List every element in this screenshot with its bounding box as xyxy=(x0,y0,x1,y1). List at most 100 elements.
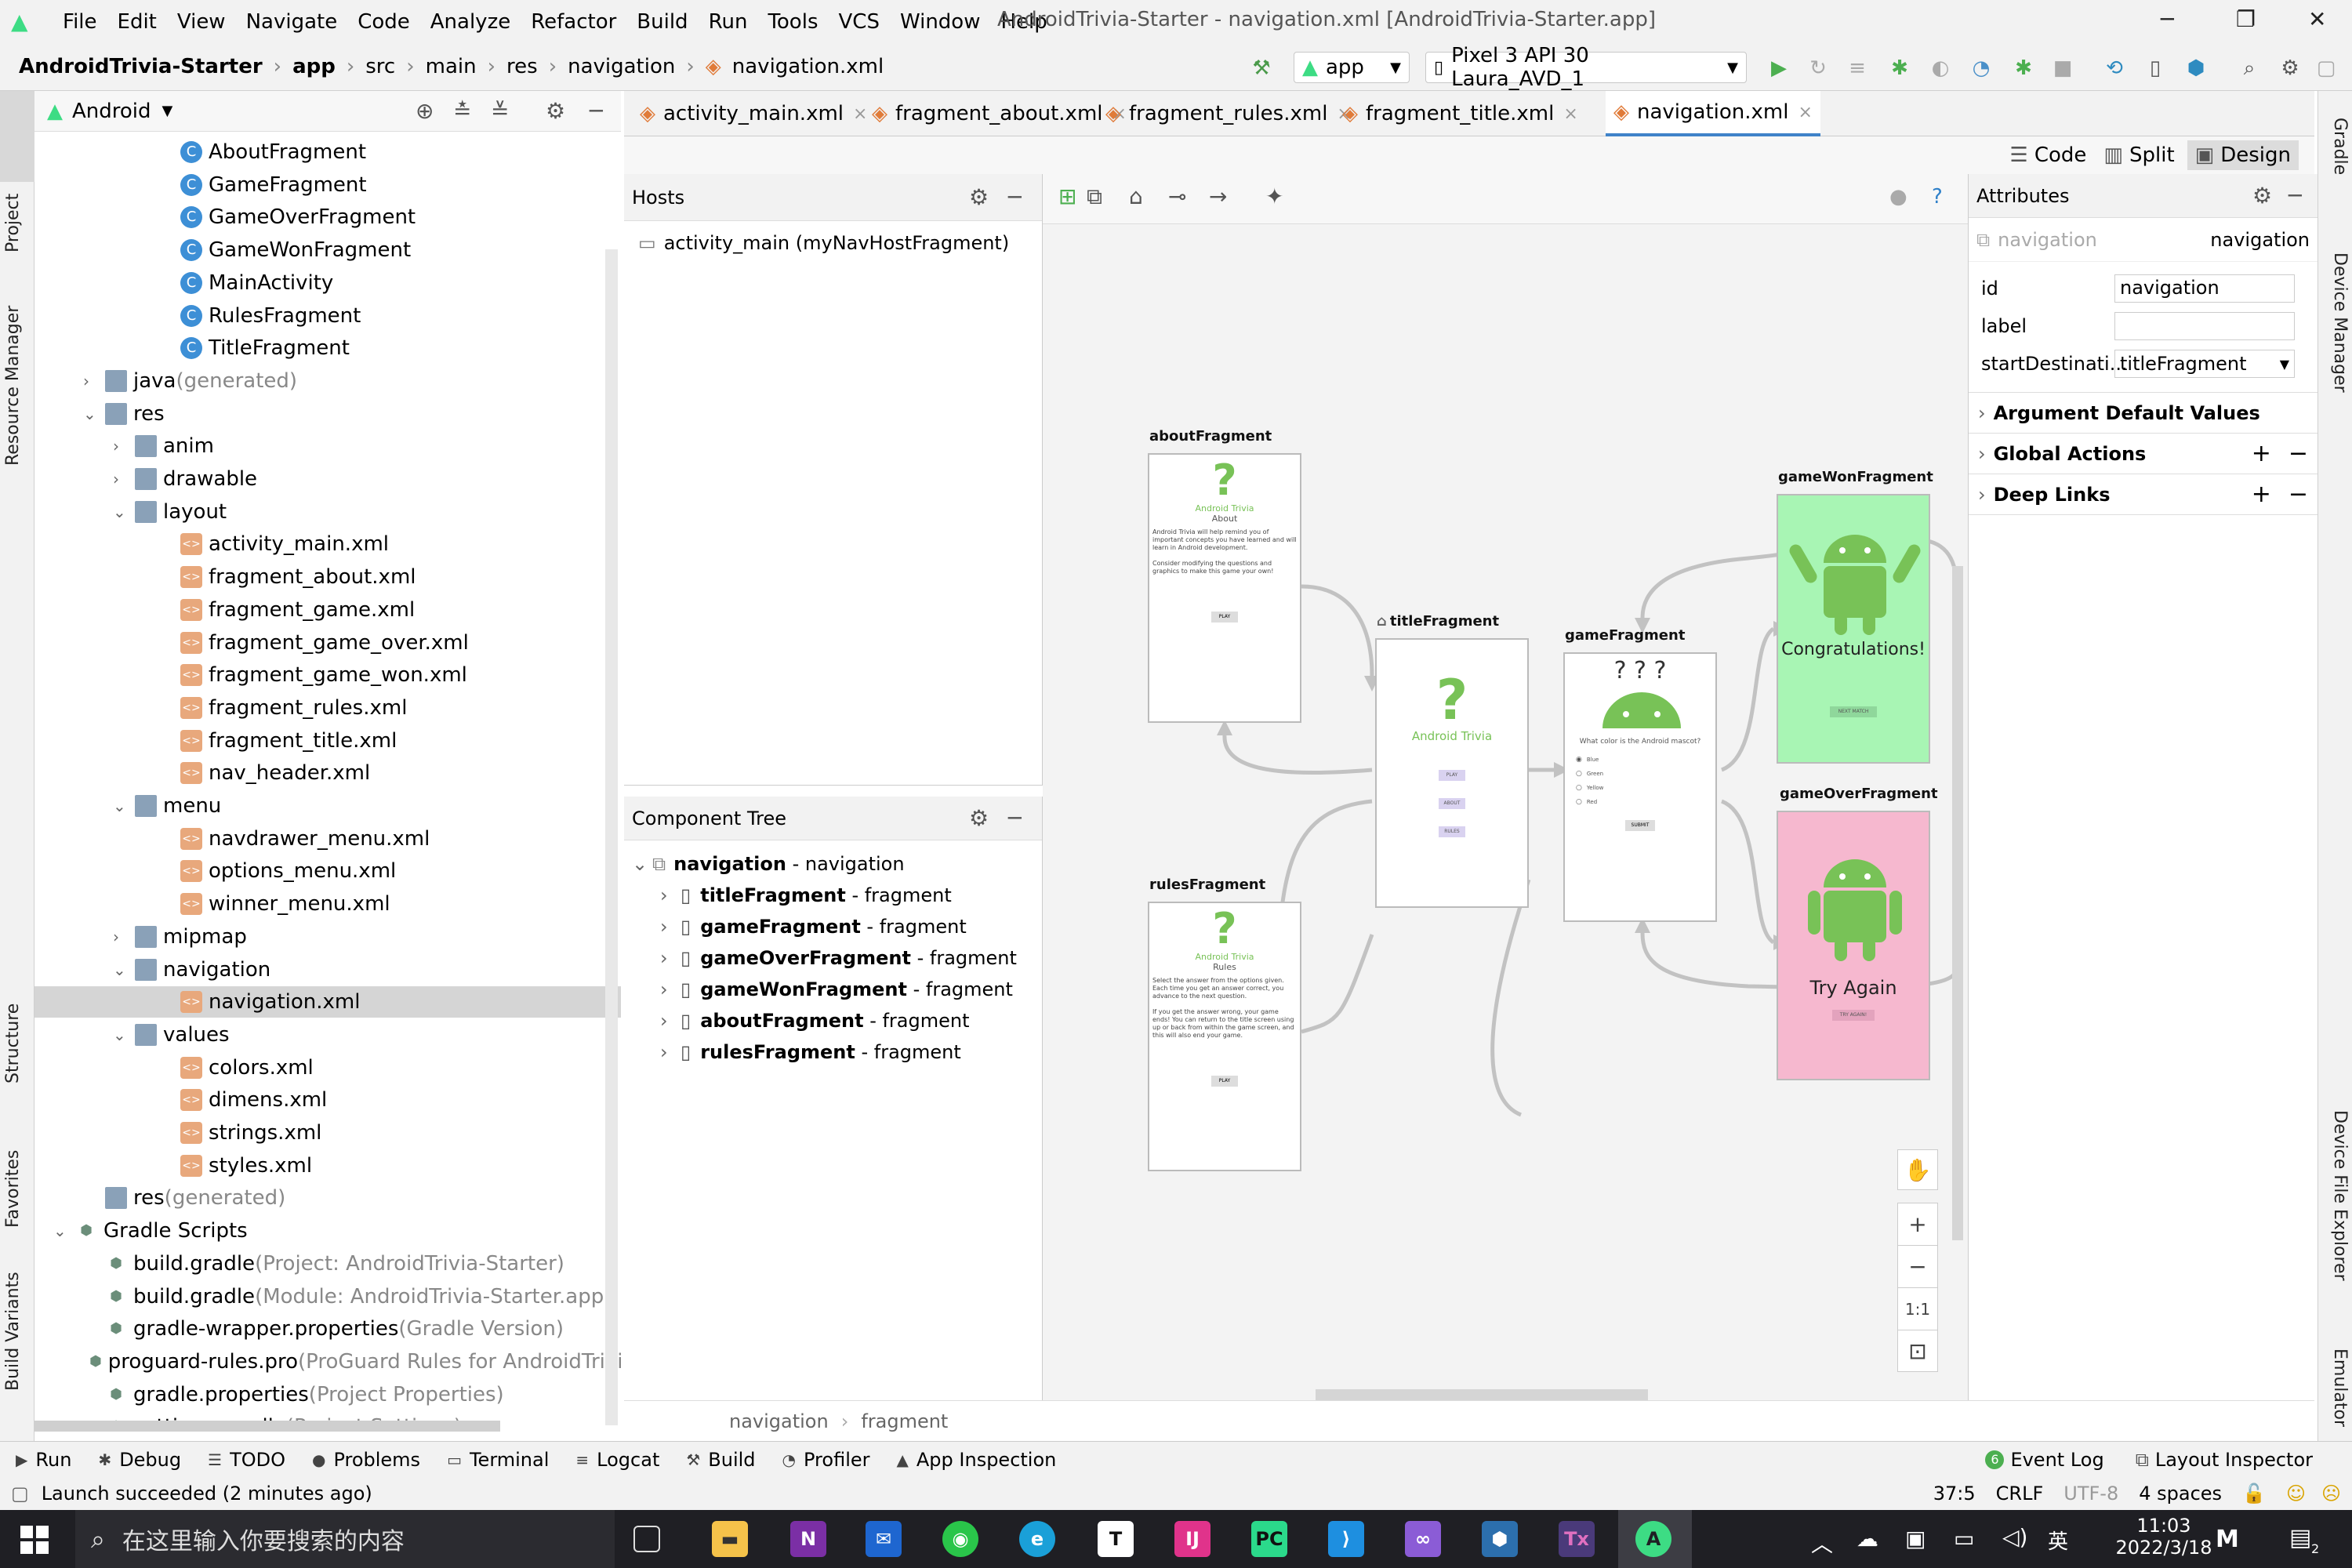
menu-navigate[interactable]: Navigate xyxy=(245,10,338,34)
close-tab-icon[interactable]: × xyxy=(853,103,868,124)
component-tree-item[interactable]: ›▯titleFragment - fragment xyxy=(660,884,952,906)
visual-studio-icon[interactable]: ∞ xyxy=(1405,1521,1441,1557)
coverage-icon[interactable]: ✱ xyxy=(2015,56,2032,80)
chevron-down-icon[interactable]: ⌄ xyxy=(113,797,126,815)
game-fragment-destination[interactable]: ? ? ? What color is the Android mascot? … xyxy=(1563,652,1717,922)
editor-tab[interactable]: ◈fragment_about.xml× xyxy=(872,102,1127,125)
attribute-section[interactable]: ›Argument Default Values xyxy=(1969,393,2318,434)
status-toggle-icon[interactable]: ▢ xyxy=(11,1483,29,1504)
avd-manager-icon[interactable]: ▯ xyxy=(2149,56,2161,80)
menu-code[interactable]: Code xyxy=(358,10,410,34)
tree-item[interactable]: ›anim xyxy=(34,430,621,462)
tab-project[interactable]: Project xyxy=(3,193,23,252)
hammer-icon[interactable]: ⚒ xyxy=(1252,56,1271,80)
action-over-to-game[interactable] xyxy=(1640,932,1959,990)
attribute-section[interactable]: ›Deep Links+− xyxy=(1969,474,2318,515)
component-tree-item[interactable]: ›▯gameFragment - fragment xyxy=(660,916,967,938)
add-icon[interactable]: + xyxy=(2251,481,2271,508)
action-game-to-over[interactable] xyxy=(1720,799,1775,945)
tree-item[interactable]: <>styles.xml xyxy=(34,1150,621,1181)
task-view-icon[interactable] xyxy=(633,1526,660,1552)
chevron-down-icon[interactable]: ⌄ xyxy=(632,853,648,875)
tree-item[interactable]: ⬢build.gradle (Module: AndroidTrivia-Sta… xyxy=(34,1281,621,1312)
tab-gradle[interactable]: Gradle xyxy=(2330,118,2350,176)
gear-icon[interactable]: ⚙ xyxy=(969,805,989,831)
tree-scrollbar[interactable] xyxy=(605,249,618,1425)
profile-icon[interactable]: ◔ xyxy=(1972,56,1991,80)
warning-icon[interactable]: ● xyxy=(1889,185,1907,209)
close-tab-icon[interactable]: × xyxy=(1798,102,1813,122)
tab-device-file-explorer[interactable]: Device File Explorer xyxy=(2330,1110,2350,1281)
tab-structure[interactable]: Structure xyxy=(3,1003,23,1083)
tree-item[interactable]: ⬢proguard-rules.pro (ProGuard Rules for … xyxy=(34,1346,621,1377)
canvas-vscrollbar[interactable] xyxy=(1952,566,1963,1240)
tree-item[interactable]: ⬢gradle.properties (Project Properties) xyxy=(34,1379,621,1410)
breadcrumb-navigation[interactable]: navigation xyxy=(729,1410,829,1432)
chevron-right-icon[interactable]: › xyxy=(660,978,668,1000)
texlive-icon[interactable]: Tx xyxy=(1559,1521,1595,1557)
home-icon[interactable]: ⌂ xyxy=(1129,183,1143,209)
menu-refactor[interactable]: Refactor xyxy=(531,10,617,34)
feedback-sad-icon[interactable]: ☹ xyxy=(2321,1483,2341,1504)
menu-window[interactable]: Window xyxy=(899,10,981,34)
android-studio-taskbar-icon[interactable]: A xyxy=(1635,1521,1671,1557)
breadcrumb-item[interactable]: main xyxy=(425,55,477,78)
collapse-all-icon[interactable]: ≚ xyxy=(491,98,510,124)
host-item[interactable]: ▭ activity_main (myNavHostFragment) xyxy=(638,232,1010,254)
about-fragment-destination[interactable]: ? Android Trivia About Android Trivia wi… xyxy=(1148,453,1301,723)
tree-item[interactable]: <>winner_menu.xml xyxy=(34,888,621,920)
gear-icon[interactable]: ⚙ xyxy=(2252,183,2273,209)
gear-icon[interactable]: ⚙ xyxy=(546,98,566,124)
tree-item[interactable]: <>colors.xml xyxy=(34,1052,621,1083)
typora-icon[interactable]: T xyxy=(1098,1521,1134,1557)
windows-start-icon[interactable] xyxy=(20,1526,49,1554)
chevron-right-icon[interactable]: › xyxy=(113,470,119,488)
editor-tab[interactable]: ◈fragment_title.xml× xyxy=(1342,102,1578,125)
maximize-icon[interactable]: ❐ xyxy=(2236,6,2256,32)
hide-icon[interactable]: ─ xyxy=(1008,805,1022,831)
cloud-icon[interactable]: ☁ xyxy=(1857,1526,1878,1552)
event-log-button[interactable]: Event Log xyxy=(2010,1448,2104,1471)
view-design-button[interactable]: ▣Design xyxy=(2187,140,2299,170)
minimize-icon[interactable]: ─ xyxy=(2161,6,2174,32)
chevron-right-icon[interactable]: › xyxy=(1978,483,1986,506)
stop-icon[interactable]: ■ xyxy=(2053,56,2073,80)
tool-window-logcat[interactable]: ≡Logcat xyxy=(575,1448,660,1471)
tab-emulator[interactable]: Emulator xyxy=(2330,1348,2350,1427)
menu-help[interactable]: Help xyxy=(1000,10,1047,34)
menu-build[interactable]: Build xyxy=(637,10,688,34)
breadcrumb-item[interactable]: src xyxy=(365,55,396,78)
chevron-down-icon[interactable]: ⌄ xyxy=(113,960,126,979)
hide-icon[interactable]: ─ xyxy=(2288,183,2302,209)
chevron-right-icon[interactable]: › xyxy=(660,947,668,969)
editor-tab[interactable]: ◈fragment_rules.xml× xyxy=(1105,102,1352,125)
menu-file[interactable]: File xyxy=(63,10,97,34)
new-destination-icon[interactable]: ⊞ xyxy=(1058,183,1077,209)
canvas-hscrollbar[interactable] xyxy=(1316,1389,1648,1400)
breadcrumb-item[interactable]: res xyxy=(506,55,538,78)
tab-device-manager[interactable]: Device Manager xyxy=(2330,252,2350,393)
close-tab-icon[interactable]: × xyxy=(1112,103,1127,124)
tree-item[interactable]: ›drawable xyxy=(34,463,621,495)
hide-icon[interactable]: ─ xyxy=(590,98,603,124)
chevron-right-icon[interactable]: › xyxy=(113,927,119,946)
link-icon[interactable]: ⊸ xyxy=(1168,183,1187,209)
screen-icon[interactable]: ▣ xyxy=(1905,1526,1926,1552)
project-view-select[interactable]: Android xyxy=(72,99,151,123)
debug-icon[interactable]: ✱ xyxy=(1891,56,1908,80)
search-icon[interactable]: ⌕ xyxy=(2243,56,2256,80)
menu-tools[interactable]: Tools xyxy=(768,10,818,34)
game-over-fragment-destination[interactable]: Try Again TRY AGAIN! xyxy=(1777,811,1930,1080)
tree-item[interactable]: <>nav_header.xml xyxy=(34,757,621,789)
close-tab-icon[interactable]: × xyxy=(1563,103,1578,124)
sdk-manager-icon[interactable]: ⬢ xyxy=(2187,56,2205,80)
tree-item[interactable]: ⌄res xyxy=(34,398,621,430)
label-input[interactable] xyxy=(2114,312,2295,340)
intellij-icon[interactable]: IJ xyxy=(1174,1521,1210,1557)
breadcrumb-item[interactable]: navigation.xml xyxy=(731,55,884,78)
tree-item[interactable]: <>fragment_game_over.xml xyxy=(34,627,621,659)
rules-fragment-destination[interactable]: ? Android Trivia Rules Select the answer… xyxy=(1148,902,1301,1171)
tool-window-problems[interactable]: ●Problems xyxy=(311,1448,421,1471)
